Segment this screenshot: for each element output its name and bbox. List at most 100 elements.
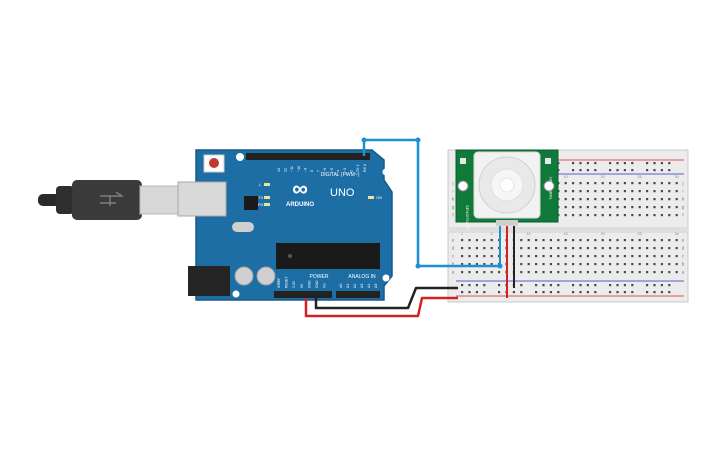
rail-hole[interactable]: [668, 284, 671, 287]
terminal-hole[interactable]: [631, 263, 634, 266]
rail-hole[interactable]: [549, 284, 552, 287]
terminal-hole[interactable]: [675, 263, 678, 266]
wire-bend-point[interactable]: [415, 263, 421, 269]
terminal-hole[interactable]: [564, 198, 567, 201]
rail-hole[interactable]: [572, 284, 575, 287]
rail-hole[interactable]: [586, 291, 589, 294]
rail-hole[interactable]: [609, 291, 612, 294]
terminal-hole[interactable]: [572, 271, 575, 274]
terminal-hole[interactable]: [638, 214, 641, 217]
terminal-hole[interactable]: [483, 271, 486, 274]
terminal-hole[interactable]: [542, 239, 545, 242]
terminal-hole[interactable]: [579, 255, 582, 258]
terminal-hole[interactable]: [579, 182, 582, 185]
terminal-hole[interactable]: [535, 271, 538, 274]
terminal-hole[interactable]: [616, 206, 619, 209]
rail-hole[interactable]: [579, 169, 582, 172]
terminal-hole[interactable]: [564, 214, 567, 217]
terminal-hole[interactable]: [594, 190, 597, 193]
terminal-hole[interactable]: [586, 271, 589, 274]
terminal-hole[interactable]: [594, 206, 597, 209]
terminal-hole[interactable]: [616, 198, 619, 201]
terminal-hole[interactable]: [653, 182, 656, 185]
terminal-hole[interactable]: [646, 182, 649, 185]
terminal-hole[interactable]: [586, 214, 589, 217]
usb-cable[interactable]: [38, 180, 179, 220]
terminal-hole[interactable]: [564, 247, 567, 250]
terminal-hole[interactable]: [609, 271, 612, 274]
terminal-hole[interactable]: [579, 214, 582, 217]
rail-hole[interactable]: [660, 291, 663, 294]
terminal-hole[interactable]: [660, 255, 663, 258]
terminal-hole[interactable]: [527, 263, 530, 266]
terminal-hole[interactable]: [483, 239, 486, 242]
rail-hole[interactable]: [498, 291, 501, 294]
terminal-hole[interactable]: [623, 214, 626, 217]
terminal-hole[interactable]: [549, 255, 552, 258]
terminal-hole[interactable]: [542, 255, 545, 258]
terminal-hole[interactable]: [631, 182, 634, 185]
terminal-hole[interactable]: [586, 198, 589, 201]
terminal-hole[interactable]: [646, 239, 649, 242]
rail-hole[interactable]: [572, 162, 575, 165]
terminal-hole[interactable]: [638, 198, 641, 201]
terminal-hole[interactable]: [609, 255, 612, 258]
terminal-hole[interactable]: [475, 247, 478, 250]
terminal-hole[interactable]: [586, 190, 589, 193]
terminal-hole[interactable]: [586, 182, 589, 185]
terminal-hole[interactable]: [564, 190, 567, 193]
terminal-hole[interactable]: [586, 239, 589, 242]
rail-hole[interactable]: [520, 284, 523, 287]
terminal-hole[interactable]: [579, 239, 582, 242]
terminal-hole[interactable]: [535, 247, 538, 250]
terminal-hole[interactable]: [564, 263, 567, 266]
terminal-hole[interactable]: [631, 239, 634, 242]
terminal-hole[interactable]: [631, 247, 634, 250]
rail-hole[interactable]: [557, 291, 560, 294]
terminal-hole[interactable]: [668, 198, 671, 201]
terminal-hole[interactable]: [601, 182, 604, 185]
terminal-hole[interactable]: [475, 263, 478, 266]
terminal-hole[interactable]: [490, 271, 493, 274]
terminal-hole[interactable]: [668, 271, 671, 274]
terminal-hole[interactable]: [586, 255, 589, 258]
terminal-hole[interactable]: [564, 239, 567, 242]
rail-hole[interactable]: [579, 162, 582, 165]
terminal-hole[interactable]: [631, 271, 634, 274]
terminal-hole[interactable]: [660, 206, 663, 209]
terminal-hole[interactable]: [638, 182, 641, 185]
rail-hole[interactable]: [557, 284, 560, 287]
terminal-hole[interactable]: [609, 206, 612, 209]
terminal-hole[interactable]: [601, 263, 604, 266]
terminal-hole[interactable]: [601, 255, 604, 258]
terminal-hole[interactable]: [616, 271, 619, 274]
terminal-hole[interactable]: [675, 190, 678, 193]
power-wire[interactable]: [304, 296, 458, 318]
terminal-hole[interactable]: [483, 247, 486, 250]
terminal-hole[interactable]: [483, 255, 486, 258]
rail-hole[interactable]: [653, 284, 656, 287]
terminal-hole[interactable]: [527, 271, 530, 274]
rail-hole[interactable]: [623, 169, 626, 172]
terminal-hole[interactable]: [623, 263, 626, 266]
terminal-hole[interactable]: [461, 239, 464, 242]
terminal-hole[interactable]: [646, 263, 649, 266]
ground-wire[interactable]: [314, 286, 458, 310]
terminal-hole[interactable]: [646, 214, 649, 217]
terminal-hole[interactable]: [572, 190, 575, 193]
rail-hole[interactable]: [623, 291, 626, 294]
rail-hole[interactable]: [616, 291, 619, 294]
terminal-hole[interactable]: [616, 239, 619, 242]
terminal-hole[interactable]: [623, 182, 626, 185]
terminal-hole[interactable]: [549, 263, 552, 266]
rail-hole[interactable]: [616, 169, 619, 172]
rail-hole[interactable]: [616, 162, 619, 165]
rail-hole[interactable]: [572, 291, 575, 294]
terminal-hole[interactable]: [668, 214, 671, 217]
rail-hole[interactable]: [483, 291, 486, 294]
terminal-hole[interactable]: [660, 271, 663, 274]
terminal-hole[interactable]: [527, 239, 530, 242]
terminal-hole[interactable]: [616, 263, 619, 266]
terminal-hole[interactable]: [601, 214, 604, 217]
terminal-hole[interactable]: [490, 263, 493, 266]
